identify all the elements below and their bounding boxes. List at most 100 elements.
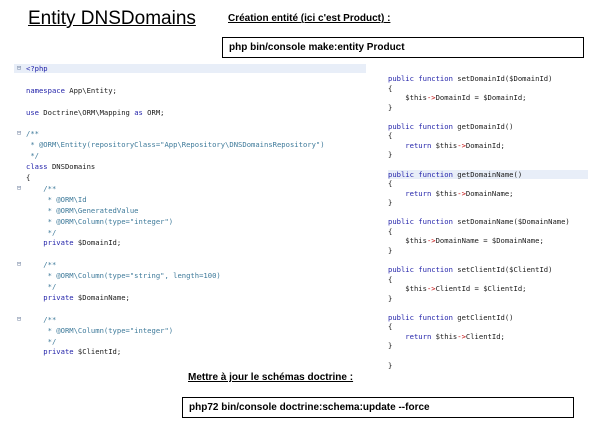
code-token: $this xyxy=(388,236,427,246)
code-text: } xyxy=(388,294,392,303)
code-token: * @ORM\Column(type="string", length=100) xyxy=(26,271,221,281)
code-text: namespace App\Entity; xyxy=(26,86,117,95)
fold-icon[interactable]: ⊟ xyxy=(16,260,22,269)
code-line: public function getDomainName() xyxy=(388,169,588,179)
code-text: <?php xyxy=(26,64,48,73)
code-token: { xyxy=(388,131,393,141)
code-line: private $ClientId; xyxy=(14,347,366,356)
code-token: } xyxy=(388,198,393,208)
code-token: /** xyxy=(26,183,57,193)
code-line: ⊟ /** xyxy=(14,184,366,193)
code-line: use Doctrine\ORM\Mapping as ORM; xyxy=(14,108,366,117)
code-line: ⊟ /** xyxy=(14,260,366,269)
code-token: setClientId($ClientId) xyxy=(452,265,553,274)
code-token: $DomainName xyxy=(73,292,126,302)
code-text: */ xyxy=(26,337,57,346)
code-text: { xyxy=(388,84,392,93)
code-text: $this->ClientId = $ClientId; xyxy=(388,284,526,293)
code-token: } xyxy=(388,245,393,255)
code-line: class DNSDomains xyxy=(14,162,366,171)
code-line: $this->DomainName = $DomainName; xyxy=(388,236,588,245)
code-line xyxy=(388,112,588,121)
code-token: ; xyxy=(116,238,122,248)
code-token: $DomainId xyxy=(73,238,117,248)
code-token: public function xyxy=(388,169,453,179)
code-token: ClientId = $ClientId; xyxy=(435,284,527,294)
code-text: class DNSDomains xyxy=(26,162,95,171)
code-line: { xyxy=(388,322,588,331)
code-line: private $DomainName; xyxy=(14,293,366,302)
fold-icon[interactable]: ⊟ xyxy=(16,64,22,72)
code-token: class xyxy=(26,162,48,172)
code-line: { xyxy=(388,179,588,188)
code-line: } xyxy=(388,103,588,112)
code-token: -> xyxy=(426,236,436,246)
fold-icon[interactable]: ⊟ xyxy=(16,129,22,138)
code-text: { xyxy=(388,227,392,236)
code-line: return $this->DomainName; xyxy=(388,189,588,198)
code-token: getDomainId() xyxy=(452,121,514,131)
code-token: } xyxy=(388,102,393,112)
code-line xyxy=(14,304,366,313)
code-line: * @ORM\GeneratedValue xyxy=(14,206,366,215)
code-line: public function setClientId($ClientId) xyxy=(388,265,588,274)
code-token: ; xyxy=(116,347,122,357)
creation-command-box: php bin/console make:entity Product xyxy=(222,37,584,58)
code-token: public function xyxy=(388,74,453,83)
code-token: } xyxy=(388,360,393,370)
code-token: ; xyxy=(125,292,130,302)
code-token: as xyxy=(134,107,143,117)
code-text: */ xyxy=(26,282,57,291)
code-token: namespace xyxy=(26,85,65,95)
code-token: } xyxy=(388,341,393,351)
code-token: public function xyxy=(388,265,453,274)
code-token: -> xyxy=(457,188,466,198)
code-token: { xyxy=(388,226,393,236)
code-token: * @ORM\Column(type="integer") xyxy=(26,216,174,226)
fold-icon[interactable]: ⊟ xyxy=(16,314,22,323)
code-line: ⊟ <?php xyxy=(14,64,366,73)
code-token: /** xyxy=(26,260,57,270)
code-line: } xyxy=(388,341,588,350)
creation-heading: Création entité (ici c'est Product) : xyxy=(228,13,391,24)
current-line-highlight xyxy=(388,169,588,179)
code-text: private $DomainId; xyxy=(26,238,121,247)
page-title: Entity DNSDomains xyxy=(28,8,196,29)
code-token: setDomainId($DomainId) xyxy=(452,74,553,83)
code-text: * @ORM\Entity(repositoryClass="App\Repos… xyxy=(26,140,324,149)
code-token: $this xyxy=(388,93,427,103)
code-text: * @ORM\Column(type="integer") xyxy=(26,216,174,226)
code-token: <?php xyxy=(26,64,48,73)
code-line: { xyxy=(388,227,588,236)
code-line: */ xyxy=(14,151,366,160)
code-token: DomainName = $DomainName; xyxy=(435,236,544,246)
code-text: } xyxy=(388,150,392,159)
code-token: DomainId; xyxy=(465,140,505,150)
update-heading: Mettre à jour le schémas doctrine : xyxy=(188,372,354,383)
code-text: public function getClientId() xyxy=(388,313,514,322)
code-text: * @ORM\Column(type="string", length=100) xyxy=(26,271,221,280)
code-line: * @ORM\Column(type="integer") xyxy=(14,217,366,226)
code-line: * @ORM\Column(type="string", length=100) xyxy=(14,271,366,280)
code-line: { xyxy=(14,173,366,182)
fold-icon[interactable]: ⊟ xyxy=(16,183,22,192)
code-text: $this->DomainId = $DomainId; xyxy=(388,93,526,102)
code-text: use Doctrine\ORM\Mapping as ORM; xyxy=(26,108,164,117)
code-line: return $this->DomainId; xyxy=(388,141,588,150)
code-text: private $DomainName; xyxy=(26,293,130,302)
code-token: { xyxy=(388,83,393,93)
code-token: DomainId = $DomainId; xyxy=(435,93,527,103)
code-token: /** xyxy=(26,129,39,139)
code-text: public function getDomainId() xyxy=(388,122,514,131)
code-line: { xyxy=(388,84,588,93)
code-line xyxy=(14,97,366,106)
code-token: -> xyxy=(426,93,436,103)
code-line: } xyxy=(388,246,588,255)
code-line: } xyxy=(388,150,588,159)
code-token: } xyxy=(388,293,393,303)
code-line: */ xyxy=(14,228,366,237)
code-token: -> xyxy=(426,284,436,294)
code-token: getClientId() xyxy=(452,312,514,322)
code-line: } xyxy=(388,361,588,370)
code-token: */ xyxy=(26,151,39,161)
